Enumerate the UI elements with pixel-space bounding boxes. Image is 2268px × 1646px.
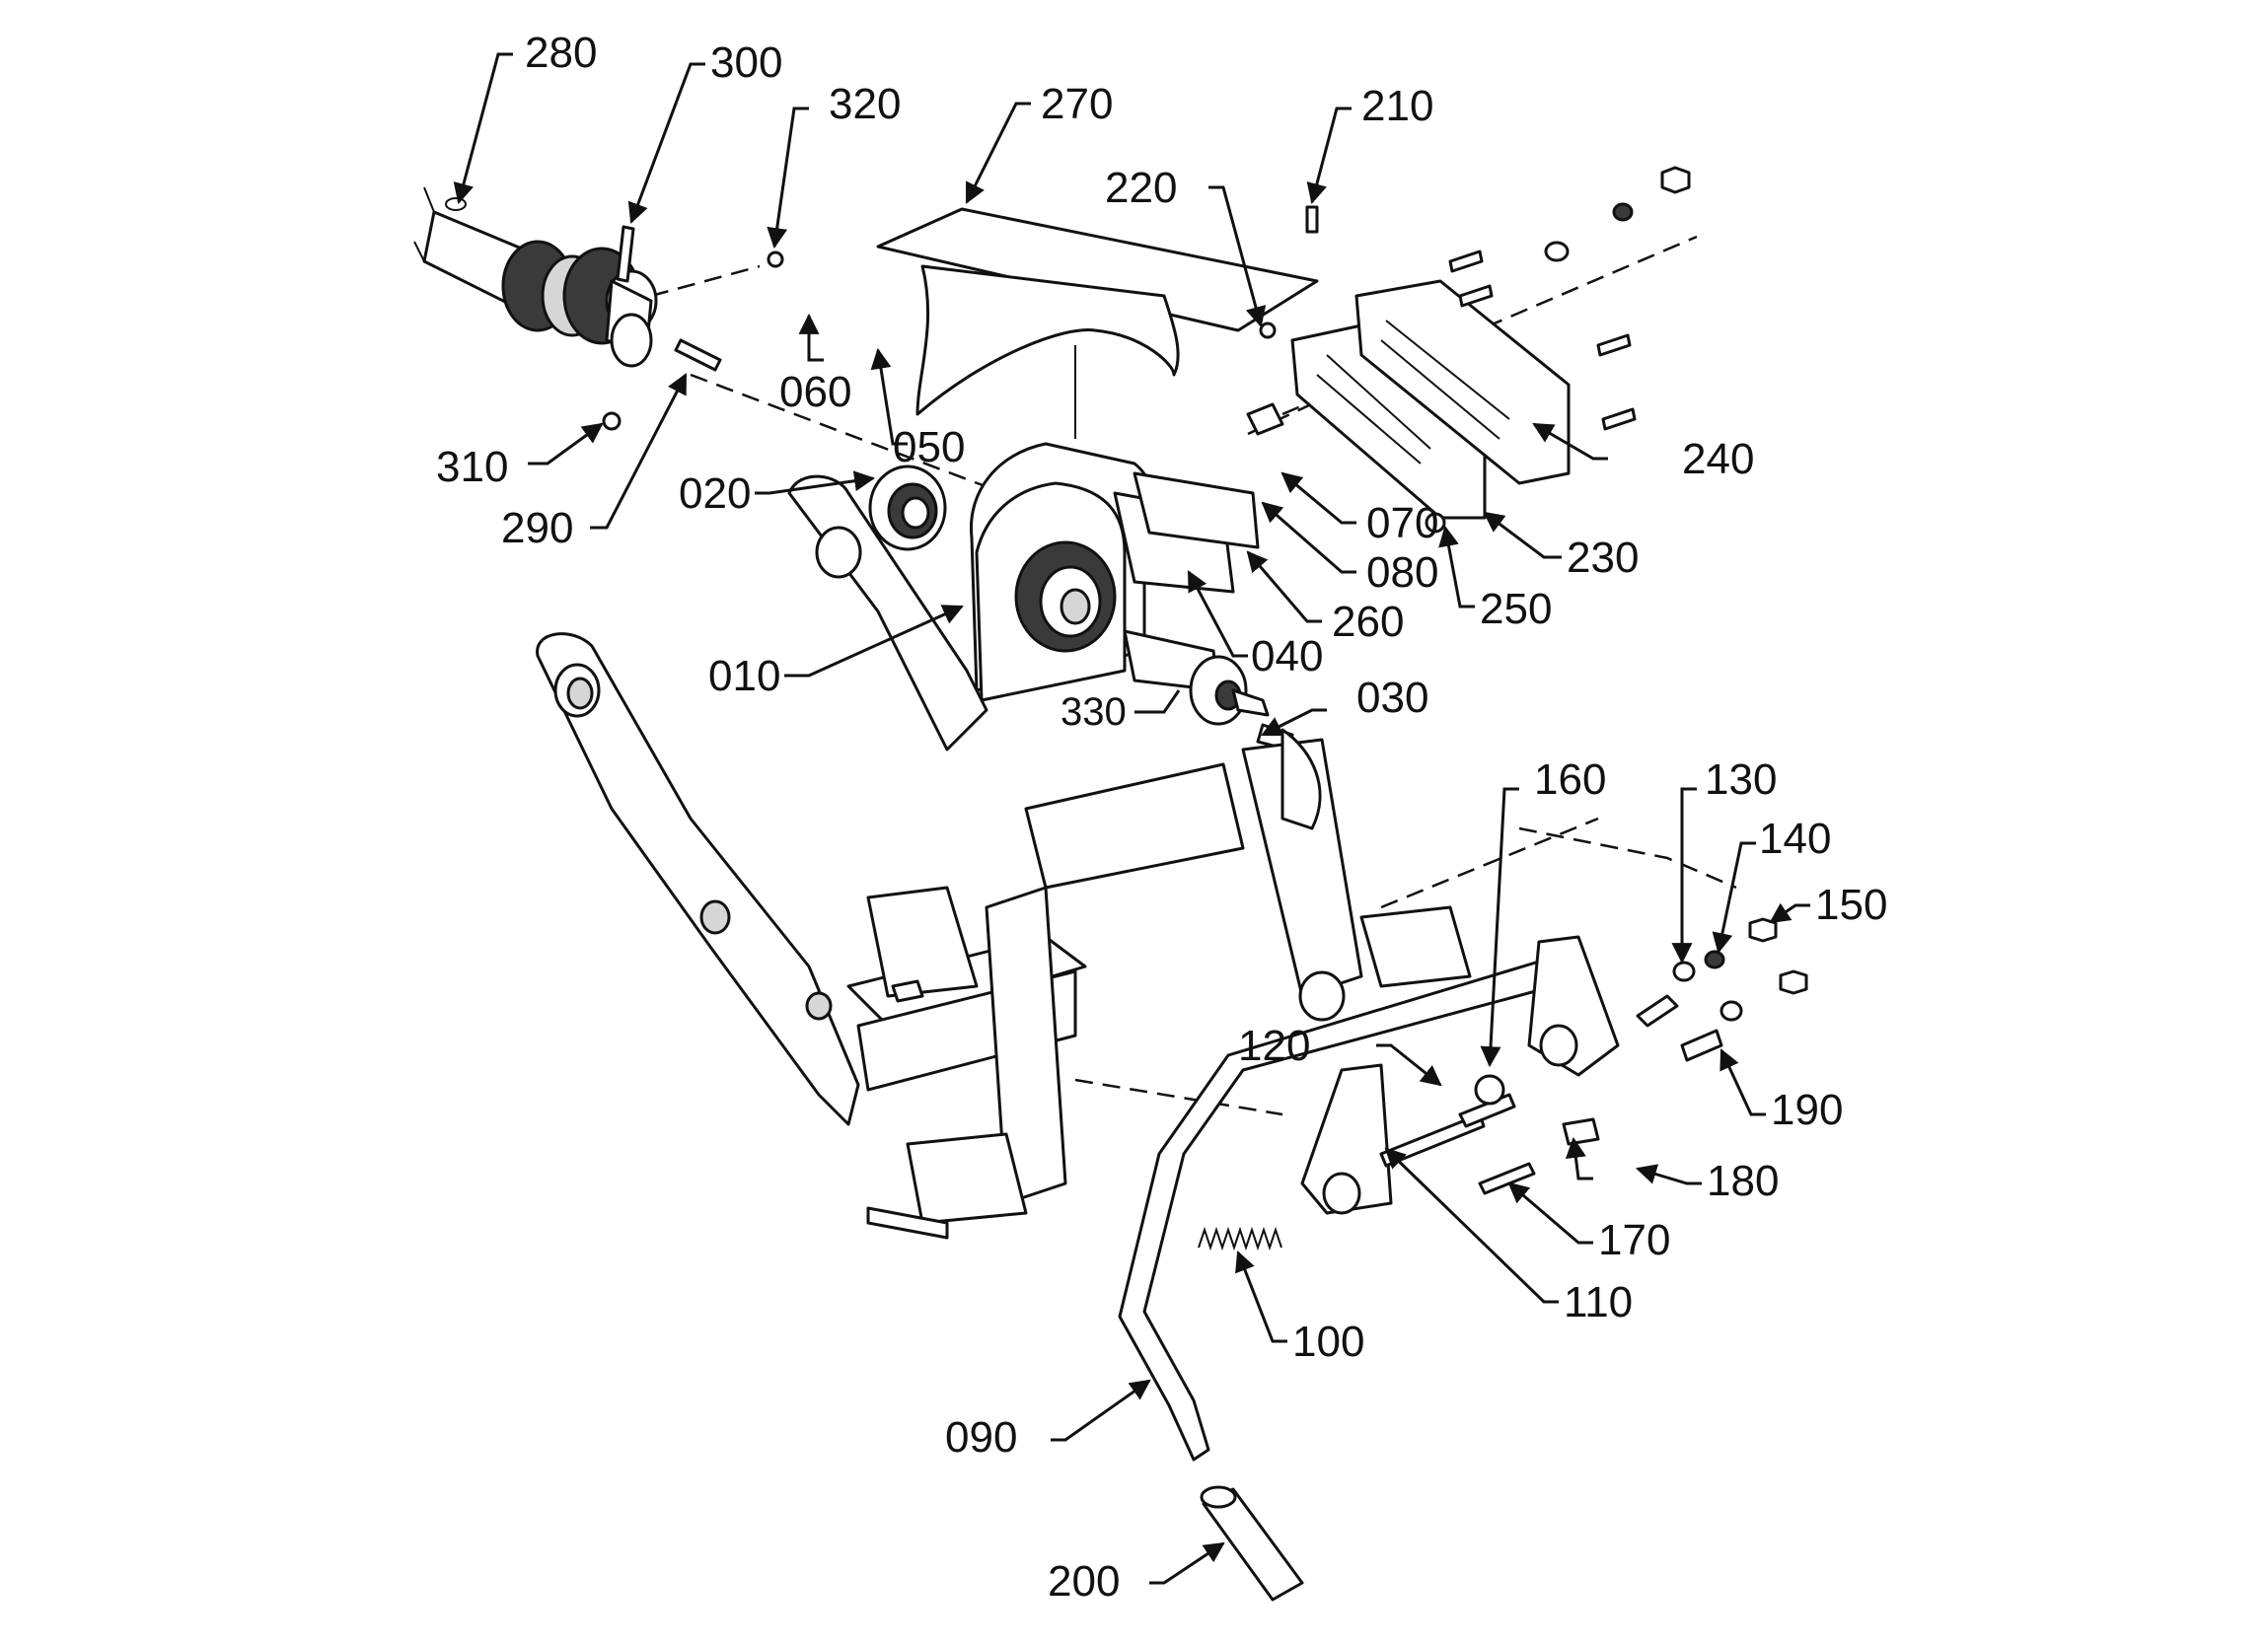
label-170: 170	[1598, 1216, 1670, 1264]
gearbox-housing	[969, 442, 1294, 751]
part-number-labels: 280 300 320 270 220 210 060 050 310 290 …	[436, 29, 1887, 1606]
label-290: 290	[501, 504, 573, 552]
assembly-drawing	[413, 166, 1808, 1602]
label-230: 230	[1567, 534, 1639, 582]
handle-grip	[1200, 1485, 1304, 1602]
label-010: 010	[708, 652, 780, 700]
bearing	[868, 465, 947, 551]
adjustment-plates	[1246, 279, 1571, 534]
drive-shaft-assembly	[413, 186, 784, 431]
label-310: 310	[436, 443, 508, 491]
label-280: 280	[525, 29, 597, 77]
label-100: 100	[1292, 1318, 1364, 1366]
label-180: 180	[1707, 1157, 1779, 1205]
label-120: 120	[1238, 1022, 1310, 1070]
label-250: 250	[1480, 585, 1552, 633]
latch-mechanisms	[699, 886, 1472, 1240]
label-270: 270	[1041, 80, 1113, 128]
label-140: 140	[1759, 815, 1831, 863]
bolts-and-nuts-lower	[1379, 917, 1808, 1195]
label-030: 030	[1356, 674, 1428, 722]
label-020: 020	[679, 469, 751, 518]
leader-lines	[453, 52, 1810, 1585]
handle-lever	[1118, 935, 1620, 1462]
label-060: 060	[779, 368, 851, 416]
label-110: 110	[1564, 1278, 1633, 1326]
label-320: 320	[829, 80, 901, 128]
label-040: 040	[1251, 632, 1323, 680]
label-220: 220	[1105, 164, 1177, 212]
label-160: 160	[1534, 755, 1606, 804]
label-240: 240	[1682, 435, 1754, 483]
bolts-and-nuts-upper	[1305, 166, 1691, 431]
label-210: 210	[1361, 82, 1433, 130]
label-260: 260	[1332, 598, 1404, 646]
label-200: 200	[1048, 1557, 1120, 1606]
label-050: 050	[893, 423, 965, 471]
label-300: 300	[710, 38, 782, 87]
label-150: 150	[1815, 881, 1887, 929]
top-cover-plate	[876, 207, 1319, 439]
label-090: 090	[945, 1413, 1017, 1462]
label-330: 330	[1061, 690, 1127, 734]
label-080: 080	[1366, 548, 1438, 597]
lower-frame	[536, 474, 1363, 1205]
label-070: 070	[1366, 499, 1438, 547]
spring	[1198, 1226, 1282, 1252]
label-190: 190	[1771, 1086, 1843, 1134]
label-130: 130	[1705, 755, 1777, 804]
